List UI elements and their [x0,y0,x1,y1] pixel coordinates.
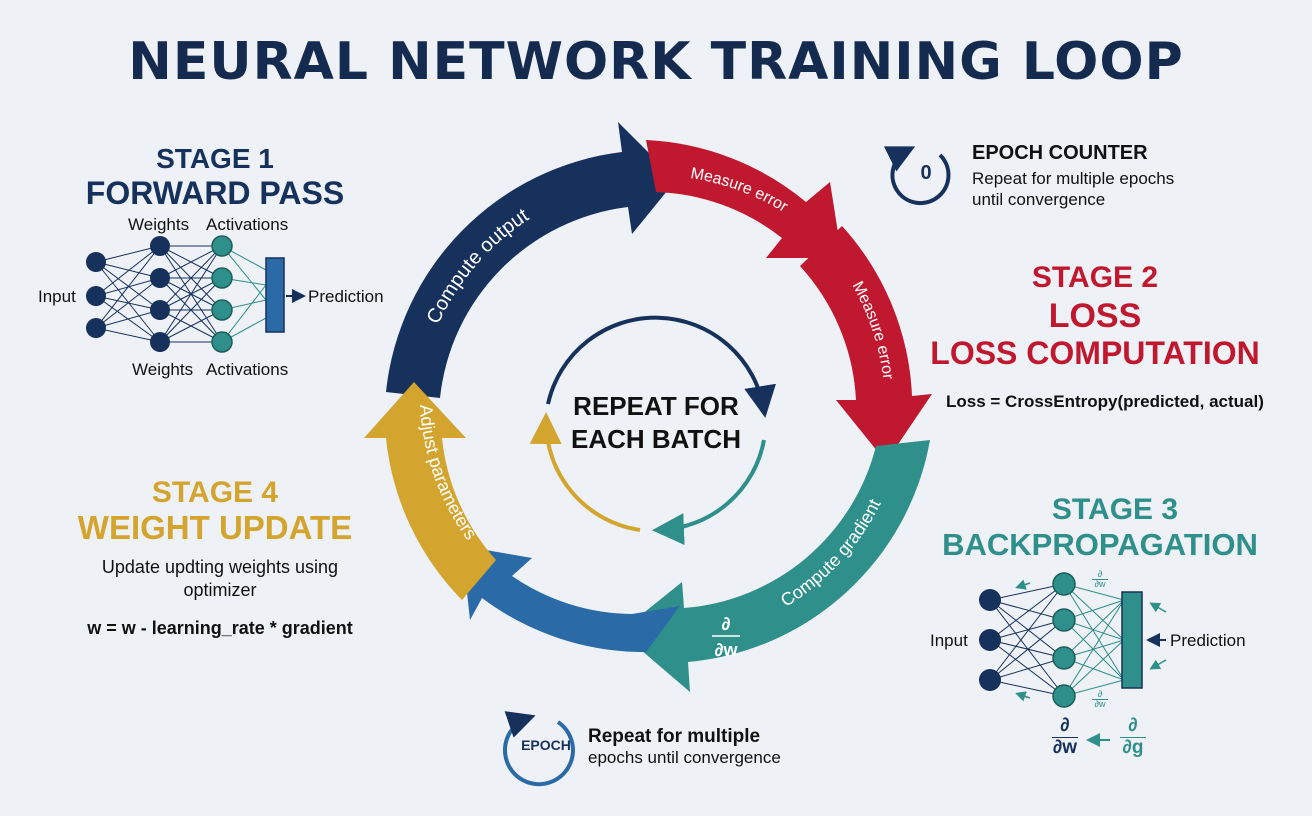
gradients-partial-num: ∂ [722,614,731,634]
stage3-small-partial-bottom-den: ∂w [1092,699,1108,709]
epoch-bottom-line2: epochs until convergence [588,747,781,767]
forward-arrow [386,122,676,398]
stage1-prediction-label: Prediction [308,287,384,306]
epoch-counter-title: EPOCH COUNTER [972,142,1148,164]
update-formula: w = w - learning_rate * gradient [87,618,353,638]
epoch-badge-icon [502,711,575,787]
bp-hidden-node [1052,646,1076,670]
stage3-small-partial-top-den: ∂w [1092,579,1108,589]
stage3-small-partial-bottom: ∂ ∂w [1092,690,1108,709]
bp-input-node [979,629,1001,651]
stage2-name: LOSS [1048,297,1142,335]
input-node [86,252,106,272]
epoch-counter-value: 0 [920,162,932,184]
bp-hidden-node [1052,608,1076,632]
stage3-partial-w-den: ∂w [1052,736,1078,758]
page-title: NEURAL NETWORK TRAINING LOOP [128,32,1184,92]
inner-arrow-teal [652,439,766,546]
stage3-partial-g: ∂ ∂g [1120,715,1146,759]
activation-node [211,299,233,321]
epoch-bottom-desc: Repeat for multiple epochs until converg… [588,726,781,767]
stage4-description-line1: Update updting weights using [101,557,339,577]
stage2-subtitle: LOSS COMPUTATION [930,335,1260,371]
epoch-bottom-line1: Repeat for multiple [588,726,761,747]
stage3-partial-w: ∂ ∂w [1052,715,1078,759]
stage1-name: FORWARD PASS [85,175,345,211]
stage2-number: STAGE 2 [1031,261,1159,294]
epoch-counter-icon [883,146,951,205]
epoch-counter-desc: Repeat for multiple epochs until converg… [972,168,1174,211]
stage3-small-partial-top: ∂ ∂w [1092,570,1108,589]
stage3-name: BACKPROPAGATION [942,527,1258,562]
stage1-weights-bottom: Weights [132,360,194,379]
input-node [86,318,106,338]
adjust-arrow [364,382,496,600]
stage1-input-label: Input [38,287,76,306]
gradients-arrow [620,440,930,692]
forward-network [95,245,223,343]
bp-hidden-node [1052,684,1076,708]
bp-hidden-node [1052,572,1076,596]
activation-node [211,267,233,289]
loss-formula: Loss = CrossEntropy(predicted, actual) [946,392,1264,411]
stage1-number: STAGE 1 [156,143,274,174]
epoch-badge-label: EPOCH [521,737,571,753]
stage3-partial-g-num: ∂ [1128,715,1138,736]
output-layer-bar [265,257,285,333]
measure-error-arrow-top [646,140,842,258]
hidden-node [150,236,170,256]
bp-input-node [979,589,1001,611]
epoch-counter-desc-line1: Repeat for multiple epochs [972,169,1175,188]
hidden-node [150,332,170,352]
stage4-number: STAGE 4 [151,476,279,509]
hidden-node [150,268,170,288]
activation-node [211,235,233,257]
stage3-partial-g-den: ∂g [1120,736,1146,759]
stage3-prediction-label: Prediction [1170,631,1246,650]
measure-error-arrow-right [800,226,932,462]
inner-arrow-navy [546,315,776,418]
center-label-line1: REPEAT FOR [573,391,739,421]
stage4-description: Update updting weights using optimizer [40,556,400,601]
stage1-activations-top: Activations [206,215,289,234]
activation-node [211,331,233,353]
stage3-number: STAGE 3 [1051,493,1179,526]
stage3-partial-w-num: ∂ [1060,715,1070,736]
input-node [86,286,106,306]
stage1-weights-top: Weights [128,215,190,234]
bp-input-node [979,669,1001,691]
update-arrow [462,546,680,653]
inner-arrow-gold [529,412,641,532]
stage4-description-line2: optimizer [183,579,257,600]
stage3-input-label: Input [930,631,968,650]
stage1-activations-bottom: Activations [206,360,289,379]
stage4-name: WEIGHT UPDATE [77,509,353,546]
hidden-node [150,300,170,320]
gradients-partial-den: ∂w [715,640,739,660]
stage3-small-partial-bottom-num: ∂ [1097,689,1103,699]
center-label-line2: EACH BATCH [571,423,741,454]
epoch-counter-desc-line2: until convergence [972,190,1106,210]
stage3-small-partial-top-num: ∂ [1097,569,1103,579]
center-label: REPEAT FOR EACH BATCH [540,390,772,455]
bp-output-bar [1121,591,1143,689]
